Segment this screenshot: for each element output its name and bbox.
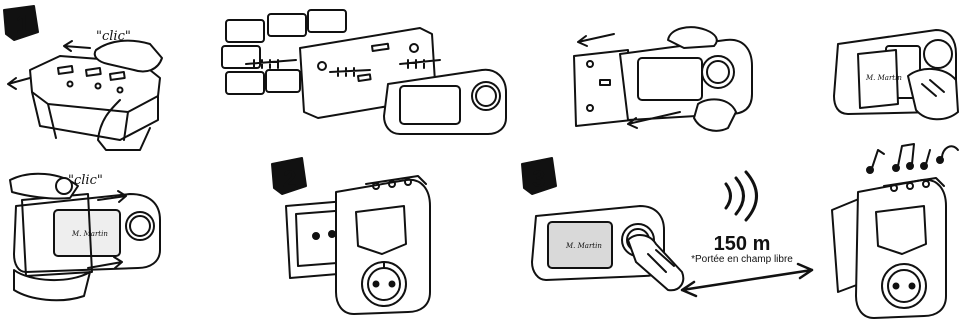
step1-name-label-illustration: M. Martin bbox=[834, 30, 958, 119]
range-distance: 150 m bbox=[714, 233, 771, 255]
step3-receiver-ringing-illustration bbox=[832, 144, 958, 318]
music-notes-icon bbox=[867, 144, 958, 173]
push-button-name-label: M. Martin bbox=[565, 242, 602, 250]
name-label-text: M. Martin bbox=[865, 74, 902, 82]
step1-open-cover-illustration: 1 "clic" bbox=[4, 6, 162, 150]
left-arrow-icon bbox=[578, 34, 614, 46]
step1b-click-label: "clic" bbox=[68, 173, 103, 188]
step2-badge: 2 bbox=[272, 158, 306, 194]
step3-badge-number: 3 bbox=[532, 166, 545, 193]
screw-icon bbox=[246, 60, 296, 68]
step1-badge-number: 1 bbox=[16, 9, 30, 39]
step1-wall-mount-illustration bbox=[222, 10, 506, 134]
step1-click-label: "clic" bbox=[96, 29, 131, 44]
left-arrow-icon bbox=[64, 41, 90, 51]
step1-slide-cover-illustration bbox=[574, 27, 752, 131]
step3-press-button-illustration: 3 M. Martin bbox=[522, 158, 683, 290]
step2-badge-number: 2 bbox=[283, 166, 296, 193]
step1-badge: 1 bbox=[4, 6, 38, 40]
step2-plug-in-illustration: 2 bbox=[272, 158, 430, 314]
sound-waves-icon bbox=[726, 172, 757, 220]
range-note: *Portée en champ libre bbox=[691, 254, 793, 265]
step3-badge: 3 bbox=[522, 158, 556, 194]
step1-close-cover-illustration: M. Martin "clic" bbox=[10, 173, 160, 300]
double-arrow-icon bbox=[682, 264, 812, 296]
